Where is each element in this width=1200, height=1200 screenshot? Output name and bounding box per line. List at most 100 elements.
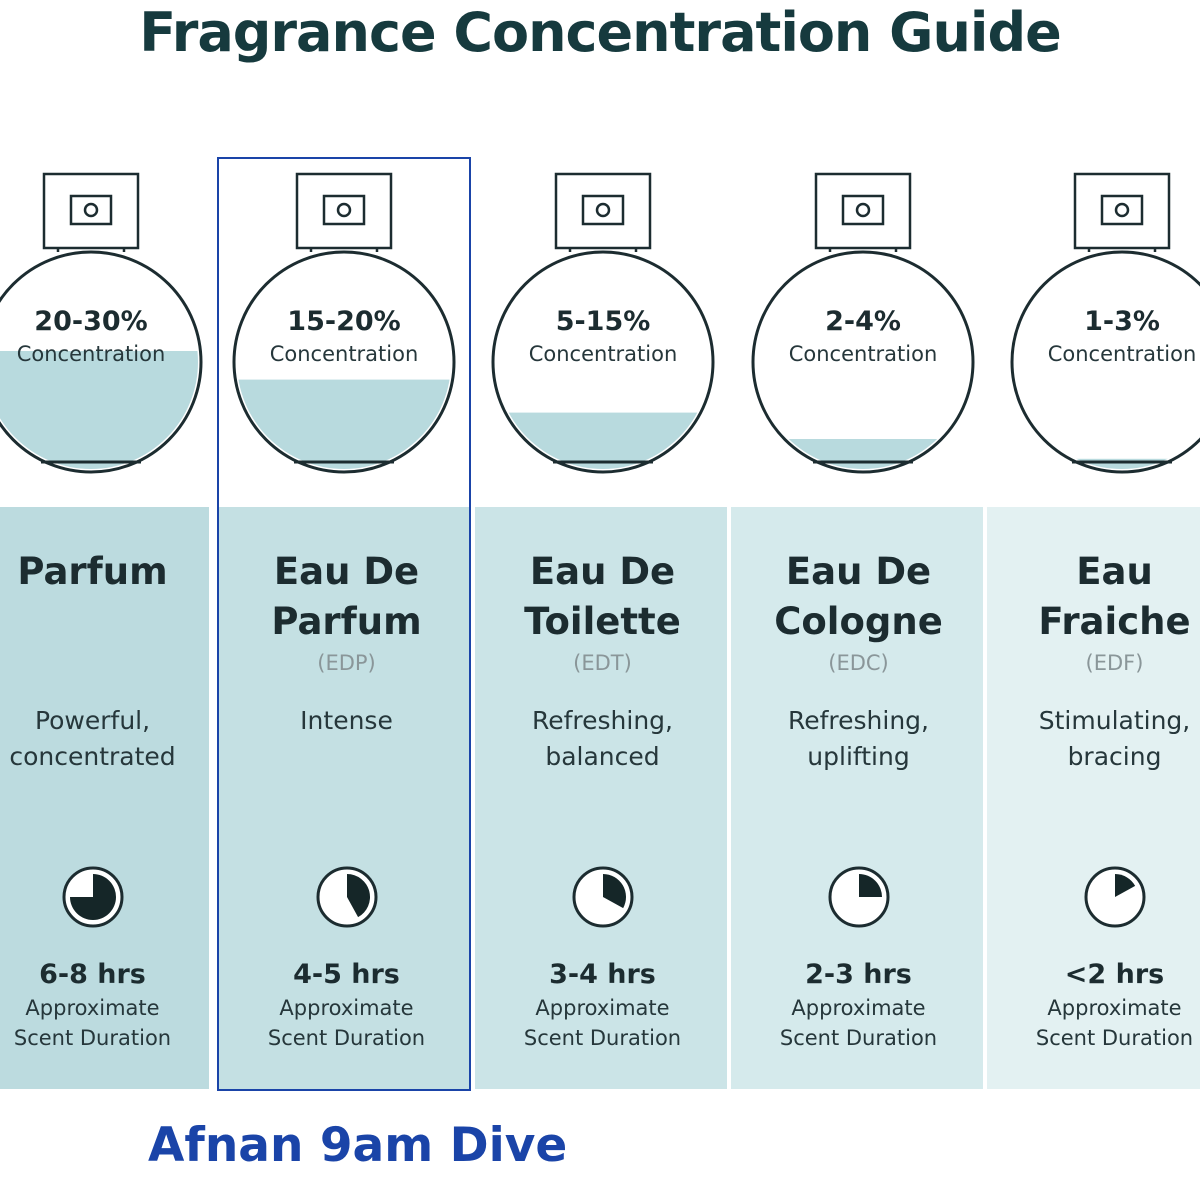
clock-wedge	[859, 874, 882, 897]
fragrance-description: Powerful, concentrated	[0, 703, 220, 775]
concentration-percent: 2-4%	[825, 306, 901, 337]
name-line: Parfum	[271, 600, 422, 643]
fragrance-description: Stimulating,bracing	[987, 703, 1200, 775]
bottle-icon	[0, 172, 203, 474]
concentration-percent: 20-30%	[34, 306, 148, 337]
name-line: Eau De	[529, 550, 676, 593]
duration-label-line: Approximate	[25, 996, 160, 1020]
bottle-cap-inner	[1100, 194, 1144, 226]
name-line: Cologne	[774, 600, 943, 643]
bottle-cap-inner	[581, 194, 625, 226]
scent-duration-hours: <2 hrs	[1064, 959, 1165, 990]
clock-duration-icon	[828, 866, 890, 928]
description-line: Refreshing,	[787, 706, 929, 735]
bottle-body	[751, 250, 975, 474]
name-line: Eau	[1076, 550, 1153, 593]
fragrance-type-name: Eau De Toilette	[475, 547, 730, 647]
fragrance-abbreviation: (EDT)	[573, 651, 632, 675]
duration-label-line: Scent Duration	[1035, 1026, 1194, 1050]
spray-nozzle	[336, 202, 352, 218]
perfume-bottle: 20-30%Concentration	[0, 172, 206, 474]
description-line: Intense	[300, 706, 393, 735]
clock-duration-icon	[572, 866, 634, 928]
description-line: concentrated	[9, 742, 176, 771]
bottle-body	[232, 250, 456, 474]
bottle-body	[1010, 250, 1200, 474]
column-background	[987, 507, 1200, 1089]
scent-duration-hours: 6-8 hrs	[39, 959, 146, 990]
clock-wedge	[1115, 874, 1136, 897]
fragrance-type-name: Eau De Parfum	[219, 547, 474, 647]
description-line: balanced	[545, 742, 660, 771]
column-background	[475, 507, 727, 1089]
name-line: Eau De	[273, 550, 420, 593]
duration-label-line: Scent Duration	[13, 1026, 172, 1050]
liquid-fill	[0, 351, 198, 469]
scent-duration-hours: 2-3 hrs	[805, 959, 912, 990]
bottle-icon	[751, 172, 975, 474]
column-background	[219, 507, 471, 1089]
duration-label-line: Scent Duration	[267, 1026, 426, 1050]
name-line: Eau De	[785, 550, 932, 593]
bottle-icon	[1010, 172, 1200, 474]
bottle-body	[0, 250, 203, 474]
clock-duration-icon	[62, 866, 124, 928]
fragrance-abbreviation: (EDF)	[1085, 651, 1144, 675]
concentration-label: Concentration	[1047, 342, 1197, 366]
clock-wedge	[603, 874, 627, 909]
concentration-label: Concentration	[788, 342, 938, 366]
fragrance-description: Intense	[219, 703, 474, 739]
concentration-percent: 1-3%	[1084, 306, 1160, 337]
concentration-label: Concentration	[528, 342, 678, 366]
scent-duration-hours: 4-5 hrs	[293, 959, 400, 990]
caption: Afnan 9am Dive	[148, 1118, 568, 1173]
clock-duration-icon	[316, 866, 378, 928]
name-line: Toilette	[524, 600, 681, 643]
fragrance-abbreviation: (EDC)	[828, 651, 889, 675]
fragrance-type-column: Eau De Cologne (EDC) Refreshing,uplifting 2-…	[731, 507, 986, 1089]
description-line: Powerful,	[34, 706, 151, 735]
spray-nozzle	[1114, 202, 1130, 218]
duration-label-line: Approximate	[535, 996, 670, 1020]
liquid-fill	[496, 412, 710, 469]
concentration-percent: 5-15%	[555, 306, 651, 337]
description-line: Refreshing,	[531, 706, 673, 735]
clock-wedge	[347, 874, 371, 918]
column-background	[731, 507, 983, 1089]
duration-label-line: Approximate	[1047, 996, 1182, 1020]
bottle-cap-inner	[69, 194, 113, 226]
column-background	[0, 507, 209, 1089]
concentration-label: Concentration	[269, 342, 419, 366]
perfume-bottle: 1-3% Concentration	[1007, 172, 1200, 474]
spray-nozzle	[83, 202, 99, 218]
page-title: Fragrance Concentration Guide	[139, 1, 1061, 64]
bottle-body	[491, 250, 715, 474]
name-line: Fraiche	[1038, 600, 1191, 643]
perfume-bottle: 5-15% Concentration	[488, 172, 718, 474]
fragrance-type-name: Eau De Cologne	[731, 547, 986, 647]
highlight-frame	[217, 157, 471, 1091]
bottle-cap-inner	[322, 194, 366, 226]
description-line: bracing	[1067, 742, 1162, 771]
bottle-icon	[232, 172, 456, 474]
liquid-fill	[1015, 458, 1200, 469]
duration-label-line: Scent Duration	[779, 1026, 938, 1050]
name-line: Parfum	[17, 550, 168, 593]
duration-label-line: Scent Duration	[523, 1026, 682, 1050]
spray-nozzle	[595, 202, 611, 218]
perfume-bottle: 2-4% Concentration	[748, 172, 978, 474]
fragrance-description: Refreshing, balanced	[475, 703, 730, 775]
concentration-percent: 15-20%	[287, 306, 401, 337]
clock-duration-icon	[1084, 866, 1146, 928]
bottle-cap-inner	[841, 194, 885, 226]
duration-label-line: Approximate	[279, 996, 414, 1020]
clock-wedge	[70, 874, 116, 920]
spray-nozzle	[855, 202, 871, 218]
fragrance-description: Refreshing,uplifting	[731, 703, 986, 775]
